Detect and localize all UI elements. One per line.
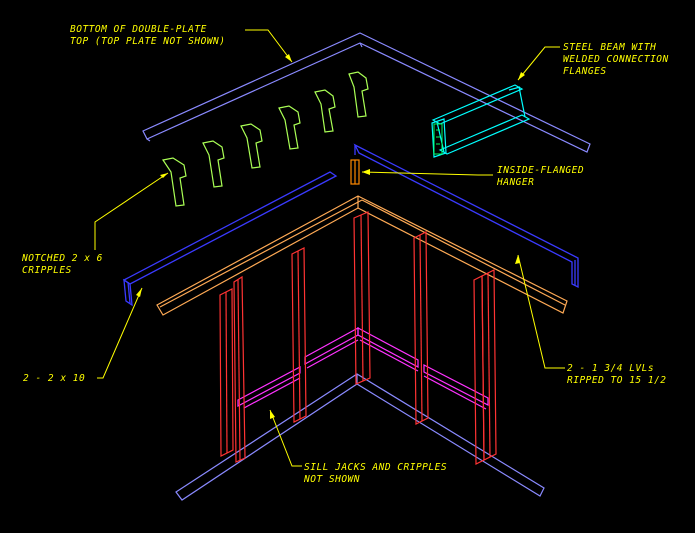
leader-lines: [94, 29, 565, 467]
label-header: 2 - 2 x 10: [23, 373, 85, 384]
steel-beam-flange-welds: [433, 123, 443, 155]
label-steel-beam: STEEL BEAM WITH WELDED CONNECTION FLANGE…: [563, 42, 669, 77]
label-cripples: NOTCHED 2 x 6 CRIPPLES: [21, 253, 103, 276]
label-steel-beam-line-3: FLANGES: [563, 66, 607, 77]
label-lvls: 2 - 1 3/4 LVLs RIPPED TO 15 1/2: [567, 363, 667, 386]
label-hanger: INSIDE-FLANGED HANGER: [496, 165, 584, 188]
label-steel-beam-line-2: WELDED CONNECTION: [563, 54, 669, 65]
label-header-line-1: 2 - 2 x 10: [23, 373, 85, 384]
lvl-beam: [156, 195, 568, 316]
bottom-plate: [175, 373, 545, 501]
header-2x10: [122, 143, 579, 307]
double-plate-top: [142, 32, 591, 153]
label-hanger-line-2: HANGER: [496, 177, 534, 188]
label-sill: SILL JACKS AND CRIPPLES NOT SHOWN: [303, 462, 447, 485]
label-top-plate-line-2: TOP (TOP PLATE NOT SHOWN): [70, 36, 226, 47]
label-top-plate: BOTTOM OF DOUBLE-PLATE TOP (TOP PLATE NO…: [70, 24, 226, 47]
label-cripples-line-1: NOTCHED 2 x 6: [21, 253, 103, 264]
hanger: [350, 159, 360, 185]
label-steel-beam-line-1: STEEL BEAM WITH: [563, 42, 656, 53]
notched-cripples: [162, 71, 369, 207]
label-top-plate-line-1: BOTTOM OF DOUBLE-PLATE: [70, 24, 207, 35]
label-hanger-line-1: INSIDE-FLANGED: [497, 165, 584, 176]
label-cripples-line-2: CRIPPLES: [22, 265, 72, 276]
label-sill-line-1: SILL JACKS AND CRIPPLES: [304, 462, 447, 473]
label-lvls-line-2: RIPPED TO 15 1/2: [567, 375, 667, 386]
leader-arrows: [136, 54, 525, 419]
steel-beam: [431, 84, 531, 158]
label-sill-line-2: NOT SHOWN: [303, 474, 360, 485]
studs: [219, 211, 497, 465]
label-lvls-line-1: 2 - 1 3/4 LVLs: [567, 363, 654, 374]
